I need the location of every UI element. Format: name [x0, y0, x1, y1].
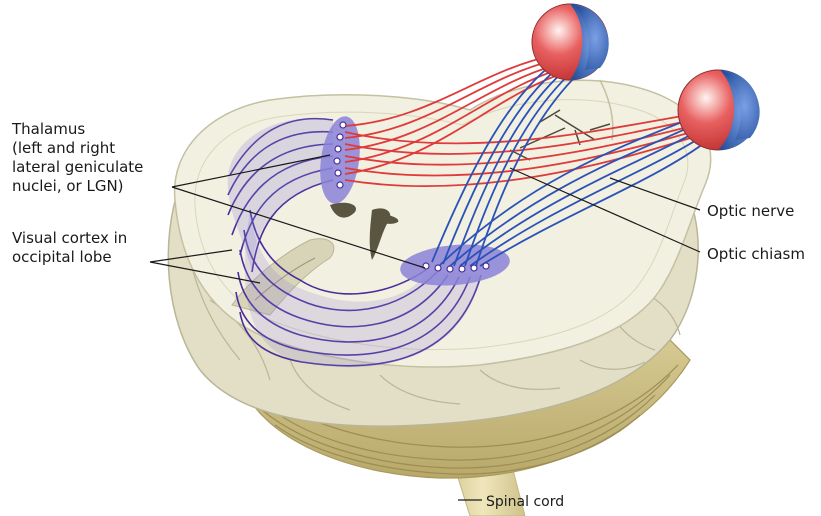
label-optic-chiasm: Optic chiasm [707, 245, 805, 264]
eyeball-icon [532, 4, 609, 80]
label-optic-nerve: Optic nerve [707, 202, 794, 221]
label-thalamus-line-4: nuclei, or LGN) [12, 177, 143, 196]
label-thalamus: Thalamus (left and right lateral genicul… [12, 120, 143, 196]
label-thalamus-line-1: Thalamus [12, 120, 143, 139]
label-visual-cortex-line-2: occipital lobe [12, 248, 127, 267]
label-spinal-cord: Spinal cord [486, 493, 564, 512]
eyeball-icon [678, 70, 760, 150]
label-thalamus-line-2: (left and right [12, 139, 143, 158]
label-visual-cortex: Visual cortex in occipital lobe [12, 229, 127, 267]
label-visual-cortex-line-1: Visual cortex in [12, 229, 127, 248]
label-thalamus-line-3: lateral geniculate [12, 158, 143, 177]
